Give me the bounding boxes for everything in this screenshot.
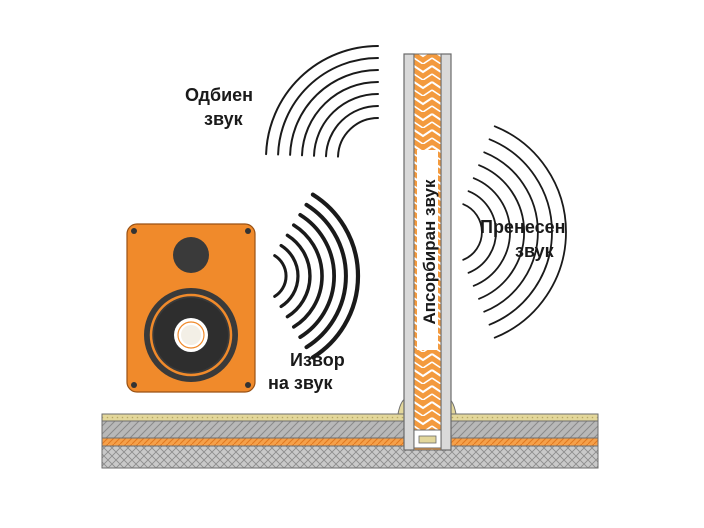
source-wave-arc (292, 223, 324, 329)
speaker-icon (126, 223, 256, 393)
reflected-sound-label-line2: звук (204, 109, 244, 129)
transmitted-wave-arc (493, 125, 567, 339)
source-label-line1: Извор (290, 350, 345, 370)
speaker-screw-tl (131, 228, 137, 234)
speaker-screw-br (245, 382, 251, 388)
transmitted-waves-icon (462, 125, 567, 339)
source-label-line2: на звук (268, 373, 333, 393)
reflected-wave-arc (301, 81, 379, 157)
speaker-dust-cap-ring (177, 321, 205, 349)
reflected-sound-label-line1: Одбиен (185, 85, 253, 105)
speaker-screw-bl (131, 382, 137, 388)
reflected-wave-arc (265, 45, 379, 156)
reflected-waves-icon (265, 45, 379, 158)
floor-screed-layer (101, 420, 599, 439)
source-wave-arc (304, 202, 348, 350)
reflected-wave-arc (289, 69, 379, 156)
transmitted-wave-arc (478, 164, 525, 300)
floor-structure (101, 397, 599, 469)
transmitted-sound-label-line1: Пренесен (480, 217, 565, 237)
wall-base-strip (418, 435, 437, 444)
transmitted-wave-arc (483, 151, 539, 313)
source-wave-arc (298, 213, 336, 339)
partition-wall: Апсорбиран звук (403, 53, 452, 451)
source-wave-arc (285, 233, 312, 319)
floor-slab-layer (101, 445, 599, 469)
wall-outer-right (440, 53, 452, 451)
transmitted-wave-arc (467, 190, 497, 274)
source-wave-arc (279, 243, 300, 309)
reflected-wave-arc (337, 117, 379, 158)
sound-waves-icon (273, 192, 361, 360)
reflected-wave-arc (277, 57, 379, 156)
speaker-screw-tr (245, 228, 251, 234)
floor-top-cream-layer (101, 413, 599, 422)
source-wave-arc (273, 254, 288, 298)
reflected-wave-arc (325, 105, 379, 158)
speaker-tweeter (173, 237, 209, 273)
transmitted-wave-arc (472, 177, 511, 287)
wall-label-backing (417, 150, 438, 350)
wall-outer-left (403, 53, 415, 451)
source-wave-arc (310, 192, 361, 360)
speaker-dust-cap-inner (181, 325, 201, 345)
floor-insulation-layer (101, 437, 599, 447)
transmitted-sound-label-line2: звук (515, 241, 555, 261)
reflected-wave-arc (313, 93, 379, 157)
transmitted-wave-arc (488, 138, 553, 326)
speaker-woofer-ring (149, 293, 233, 377)
transmitted-wave-arc (462, 203, 483, 261)
absorbed-sound-label: Апсорбиран звук (420, 179, 439, 324)
